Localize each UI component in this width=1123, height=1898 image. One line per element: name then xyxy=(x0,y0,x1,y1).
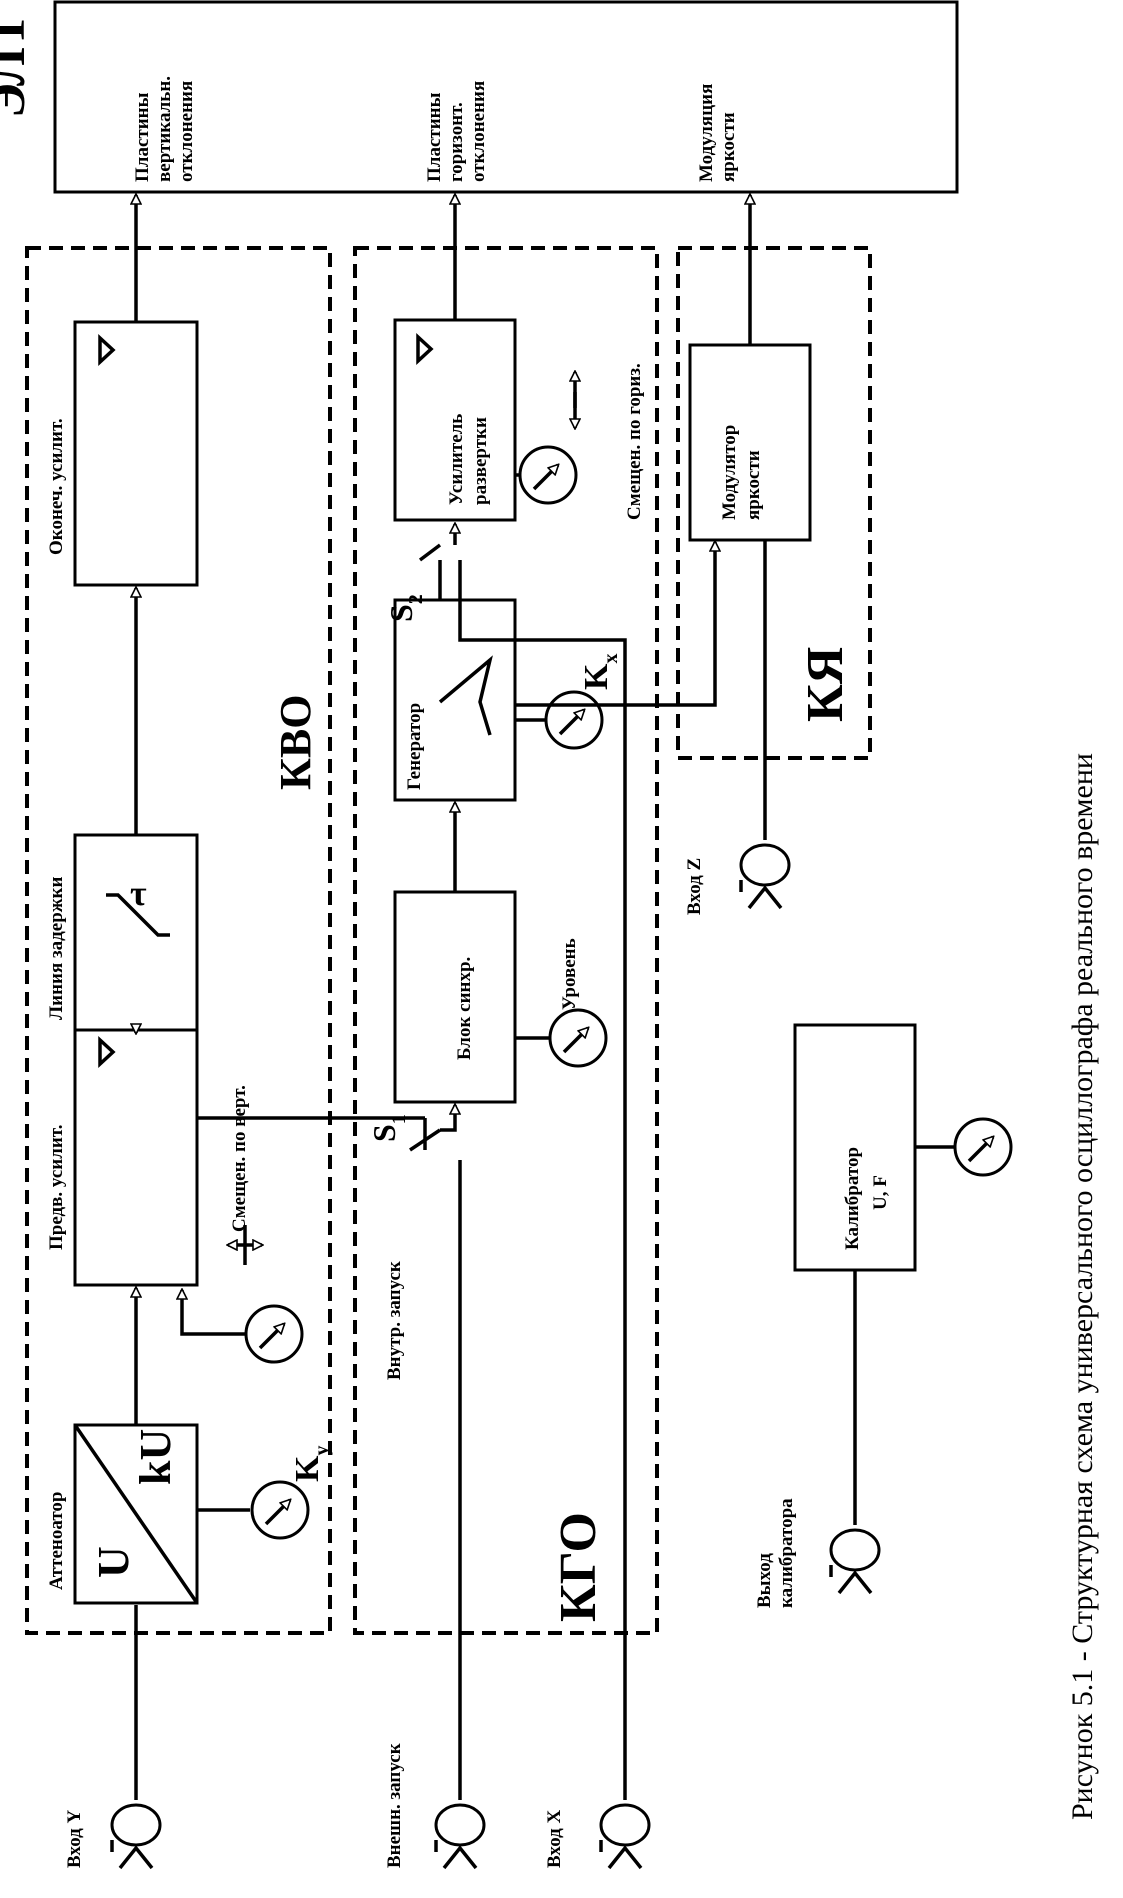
vert-shift-label: Смещен. по верт. xyxy=(229,1085,250,1232)
connector-x-icon xyxy=(599,1803,651,1870)
vert-plates-label: Пластины вертикальн. отклонения xyxy=(132,71,197,182)
attenuator-out-label: kU xyxy=(131,1429,180,1485)
vert-shift-wire xyxy=(182,1290,246,1336)
vert-shift-knob-pointer xyxy=(258,1324,284,1350)
final-amp-block xyxy=(73,320,199,587)
kgo-title: КГО xyxy=(550,1512,607,1622)
attenuator-in-label: U xyxy=(89,1546,138,1578)
tau-symbol: τ xyxy=(130,873,147,913)
attenuator-diagonal xyxy=(73,1424,199,1604)
preamp-amp-icon xyxy=(98,1036,116,1068)
level-knob-pointer xyxy=(562,1028,588,1054)
crt-block xyxy=(53,0,959,194)
calibrator-knob-pointer xyxy=(967,1137,993,1163)
kya-title: КЯ xyxy=(797,647,854,722)
int-trigger-label: Внутр. запуск xyxy=(384,1261,405,1380)
generator-block xyxy=(393,598,517,802)
brightness-modulator-block xyxy=(688,343,812,542)
input-x-label: Вход X xyxy=(544,1809,565,1868)
horiz-shift-knob-pointer xyxy=(532,465,558,491)
input-y-label: Вход Y xyxy=(64,1809,85,1868)
connector-calibrator-icon xyxy=(829,1528,881,1595)
input-x-wire xyxy=(458,560,627,1800)
ky-knob-pointer xyxy=(264,1500,290,1526)
s2-switch-arm xyxy=(418,543,442,562)
kgo-group-outline xyxy=(353,246,659,1635)
kx-knob-pointer xyxy=(558,710,584,736)
kx-label: Kx xyxy=(578,654,622,690)
calibrator-label: Калибратор U, F xyxy=(842,1142,891,1250)
brightness-modulator-label: Модулятор яркости xyxy=(719,420,764,520)
kvo-title: КВО xyxy=(271,695,320,790)
attenuator-label: Аттеноатор xyxy=(46,1492,67,1590)
horiz-plates-label: Пластины горизонт. отклонения xyxy=(424,81,489,182)
sweep-amp-label: Усилитель развертки xyxy=(446,409,491,505)
connector-y-icon xyxy=(110,1803,162,1870)
generator-to-modulator-wire xyxy=(515,542,715,707)
input-z-label: Вход Z xyxy=(684,858,705,915)
s2-label: S2 xyxy=(383,594,427,622)
preamp-label: Предв. усилит. xyxy=(46,1125,67,1250)
final-amp-label: Оконеч. усилит. xyxy=(46,418,67,555)
s1-to-sync-wire xyxy=(440,1105,455,1132)
horiz-shift-label: Смещен. по гориз. xyxy=(624,363,645,520)
calibrator-output-label: Выход калибратора xyxy=(754,1498,797,1608)
ext-trigger-label: Внешн. запуск xyxy=(384,1743,405,1868)
sawtooth-icon xyxy=(438,655,493,736)
ky-label: Ky xyxy=(289,1446,333,1482)
s1-switch-arm xyxy=(409,1128,441,1152)
delay-line-label: Линия задержки xyxy=(46,877,67,1020)
connector-ext-trigger-icon xyxy=(434,1803,486,1870)
brightness-mod-label: Модуляция яркости xyxy=(696,79,739,182)
delay-line-icon xyxy=(106,893,170,937)
level-label: Уровень xyxy=(559,938,580,1010)
sync-block xyxy=(393,890,517,1104)
connector-z-icon xyxy=(739,843,791,910)
s1-label: S1 xyxy=(366,1114,410,1142)
generator-label: Генератор xyxy=(404,703,425,790)
sweep-amp-amp-icon xyxy=(416,333,434,365)
sweep-amp-block xyxy=(393,318,517,522)
final-amp-amp-icon xyxy=(98,334,116,366)
crt-title: ЭЛТ xyxy=(0,13,36,118)
preamp-block xyxy=(73,1023,199,1287)
delay-line-block xyxy=(73,833,199,1032)
kya-group-outline xyxy=(676,246,872,760)
sync-block-label: Блок синхр. xyxy=(454,957,475,1060)
kvo-group-outline xyxy=(25,246,332,1635)
figure-caption: Рисунок 5.1 - Структурная схема универса… xyxy=(1066,753,1099,1820)
